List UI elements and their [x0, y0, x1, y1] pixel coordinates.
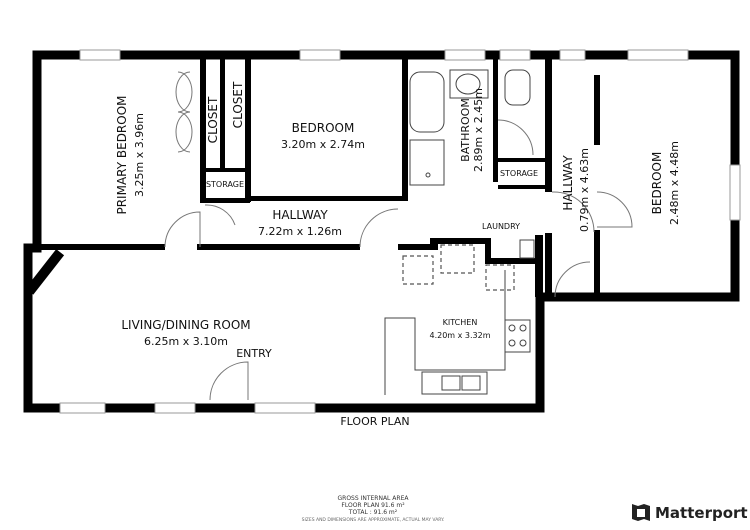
room-name-hallway-main: HALLWAY	[272, 208, 328, 222]
room-name-storage-2: STORAGE	[500, 169, 538, 178]
footer-disclaimer: SIZES AND DIMENSIONS ARE APPROXIMATE, AC…	[302, 517, 445, 523]
room-size-bedroom-2: 2.48m x 4.48m	[668, 141, 681, 225]
room-name-bedroom-2: BEDROOM	[650, 152, 664, 215]
footer-floor-plan-area: FLOOR PLAN 91.6 m²	[341, 502, 405, 509]
room-name-storage-1: STORAGE	[206, 180, 244, 189]
room-name-hallway-side: HALLWAY	[561, 155, 575, 211]
room-size-living: 6.25m x 3.10m	[144, 335, 228, 348]
interior-walls	[37, 57, 600, 297]
room-name-primary-bedroom: PRIMARY BEDROOM	[115, 95, 129, 214]
doors	[164, 71, 633, 401]
room-name-closet-1: CLOSET	[206, 96, 220, 143]
room-name-laundry: LAUNDRY	[482, 222, 520, 231]
room-size-hallway-side: 0.79m x 4.63m	[578, 148, 591, 232]
outer-walls	[23, 50, 740, 413]
room-name-entry: ENTRY	[236, 347, 272, 360]
footer-gross-area: GROSS INTERNAL AREA	[338, 495, 410, 502]
room-size-bedroom-1: 3.20m x 2.74m	[281, 138, 365, 151]
matterport-logo-icon	[632, 504, 650, 521]
room-name-living: LIVING/DINING ROOM	[121, 318, 250, 332]
room-name-bathroom: BATHROOM	[459, 98, 472, 162]
room-name-bedroom-1: BEDROOM	[292, 121, 355, 135]
room-size-primary-bedroom: 3.25m x 3.96m	[133, 113, 146, 197]
room-size-bathroom: 2.89m x 2.45m	[472, 88, 485, 172]
windows	[59, 49, 741, 414]
plan-title: FLOOR PLAN	[340, 415, 409, 428]
footer-total-area: TOTAL : 91.6 m²	[348, 509, 398, 516]
brand-name: Matterport	[655, 504, 748, 522]
room-name-kitchen: KITCHEN	[443, 318, 478, 327]
fixtures	[25, 69, 535, 395]
room-size-kitchen: 4.20m x 3.32m	[429, 331, 490, 340]
room-size-hallway-main: 7.22m x 1.26m	[258, 225, 342, 238]
room-name-closet-2: CLOSET	[231, 81, 245, 128]
